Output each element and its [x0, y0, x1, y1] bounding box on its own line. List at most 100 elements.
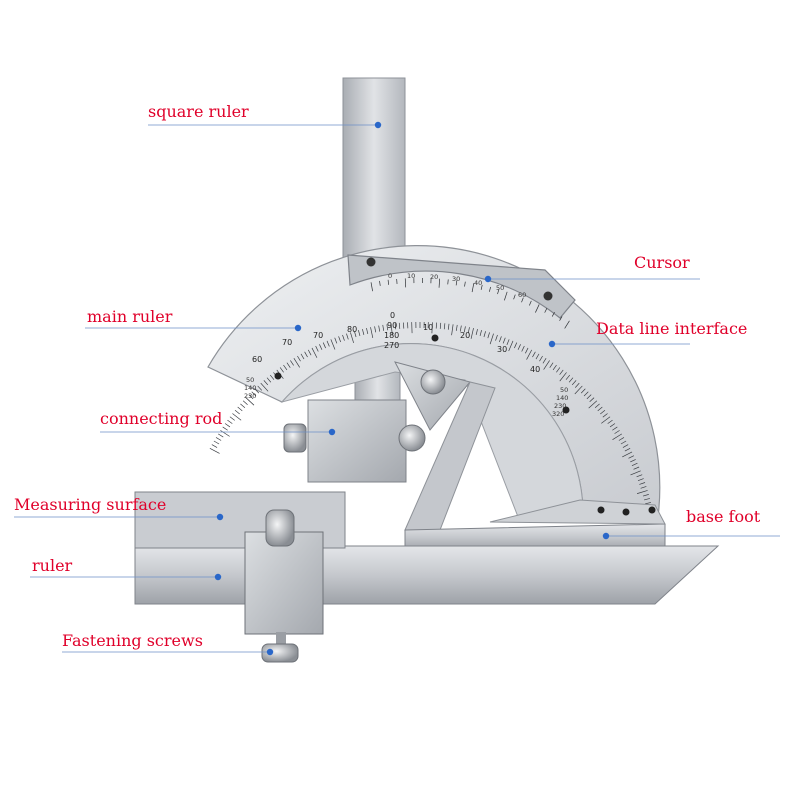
tick-mark [213, 440, 220, 445]
tick-mark [227, 419, 233, 424]
tick-mark [640, 486, 647, 489]
tick-mark [588, 400, 598, 409]
tick-mark [370, 282, 373, 292]
tick-mark [286, 362, 291, 368]
main-num: 30 [497, 345, 507, 354]
tick-mark [602, 413, 608, 418]
tick-mark [624, 447, 631, 452]
tick-mark [542, 357, 547, 364]
arc-screw-b1 [597, 506, 605, 514]
tick-mark [220, 430, 230, 437]
tick-mark [639, 482, 646, 485]
tick-mark [215, 437, 222, 441]
tick-mark [517, 344, 521, 350]
label-base-foot: base foot [686, 507, 761, 526]
tick-mark [525, 347, 529, 354]
square-ruler-blade [342, 77, 406, 261]
tick-mark [438, 278, 441, 288]
tick-mark [622, 444, 629, 448]
right-stack-num: 50 [560, 386, 568, 394]
label-data-line-interface: Data line interface [596, 319, 747, 338]
tick-mark [642, 494, 649, 497]
tick-mark [330, 339, 336, 350]
tick-mark [326, 340, 330, 347]
tick-mark [257, 385, 263, 391]
tick-mark [266, 377, 272, 383]
tick-mark [463, 326, 466, 333]
tick-mark [222, 426, 228, 431]
label-measuring-surface: Measuring surface [14, 495, 166, 514]
tick-mark [614, 430, 620, 434]
tick-mark [342, 334, 345, 341]
vernier-num: 40 [474, 279, 482, 287]
tick-mark [637, 478, 644, 481]
tick-mark [508, 340, 514, 352]
tick-mark [618, 437, 625, 441]
tick-mark [245, 397, 255, 406]
tick-mark [297, 355, 301, 362]
dot-cursor [484, 275, 492, 283]
tick-mark [386, 324, 389, 331]
tick-mark [631, 462, 638, 466]
tick-mark [467, 327, 470, 334]
long-ruler [134, 545, 720, 605]
tick-mark [628, 455, 635, 459]
tick-mark [234, 409, 240, 415]
tick-mark [551, 312, 555, 317]
tick-mark [565, 374, 571, 380]
callouts [14, 124, 780, 653]
tick-mark [612, 426, 618, 431]
tick-mark [535, 353, 540, 360]
tick-mark [447, 323, 450, 330]
dot-data-line [548, 340, 556, 348]
tick-mark [526, 349, 533, 360]
tick-mark [319, 344, 323, 350]
tick-mark [390, 323, 393, 335]
tick-mark [495, 334, 498, 341]
main-num: 20 [460, 331, 470, 340]
tick-mark [532, 351, 536, 358]
tick-mark [574, 382, 580, 388]
arc-screw-b2 [622, 508, 630, 516]
tick-mark [487, 332, 490, 339]
tick-mark [502, 337, 506, 344]
main-num: 70 [282, 338, 292, 347]
tick-mark [248, 394, 254, 400]
tick-mark [556, 367, 561, 373]
tick-mark [398, 322, 401, 329]
tick-mark [260, 382, 269, 392]
tick-mark [497, 289, 500, 295]
left-stack-num: 140 [244, 384, 256, 392]
vernier-num: 20 [430, 273, 438, 281]
label-cursor: Cursor [634, 253, 690, 272]
vernier-num: 0 [388, 272, 392, 280]
tick-mark [455, 280, 458, 286]
center-stack-num: 270 [384, 341, 399, 350]
tick-mark [535, 304, 540, 313]
label-ruler: ruler [32, 556, 73, 575]
tick-mark [439, 322, 442, 329]
clamp-block [244, 531, 324, 635]
connecting-rod-block [307, 399, 407, 483]
tick-mark [489, 333, 494, 345]
label-fastening-screws: Fastening screws [62, 631, 203, 650]
tick-mark [589, 397, 595, 403]
center-stack-num: 0 [390, 311, 395, 320]
tick-mark [455, 324, 458, 331]
fastening-screw-head [261, 643, 299, 663]
tick-mark [263, 380, 269, 386]
tick-mark [269, 374, 275, 380]
label-texts: square ruler Cursor main ruler Data line… [14, 102, 761, 650]
tick-mark [338, 336, 341, 343]
label-main-ruler: main ruler [87, 307, 173, 326]
main-num: 60 [252, 355, 262, 364]
tick-mark [544, 308, 548, 313]
tick-mark [559, 369, 564, 375]
right-stack-num: 230 [554, 402, 566, 410]
tick-mark [293, 357, 301, 368]
tick-mark [443, 323, 446, 330]
tick-mark [387, 279, 389, 285]
tick-mark [633, 466, 640, 470]
measuring-surface-block [134, 491, 346, 549]
tick-mark [630, 470, 641, 476]
